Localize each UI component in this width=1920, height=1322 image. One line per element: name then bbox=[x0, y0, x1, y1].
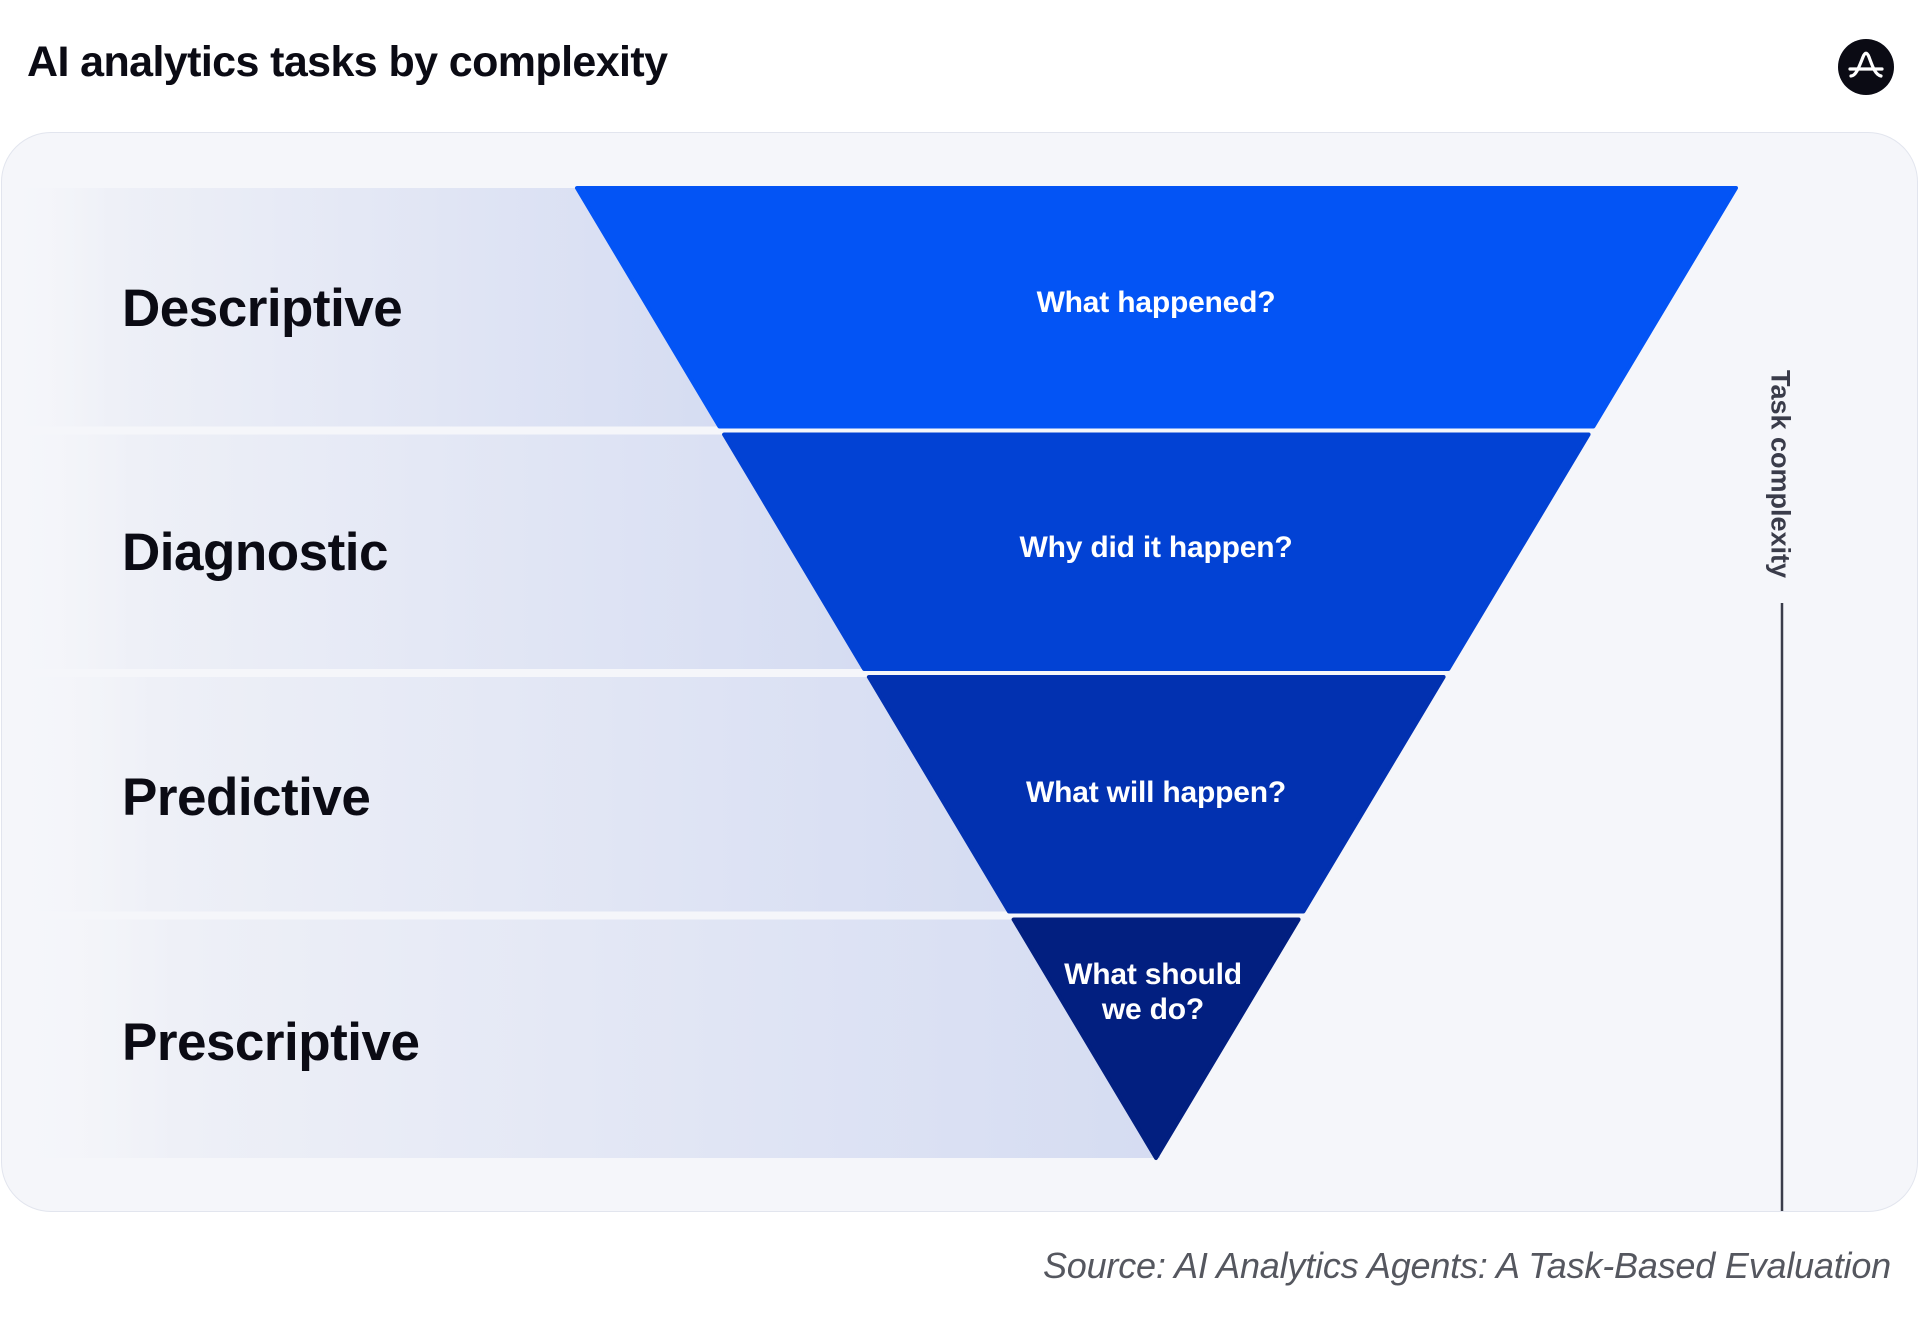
level-label-descriptive: Descriptive bbox=[122, 279, 403, 338]
question-line: we do? bbox=[1101, 993, 1205, 1026]
funnel-segment-predictive bbox=[866, 675, 1446, 914]
question-descriptive: What happened? bbox=[956, 285, 1356, 320]
funnel-segment-diagnostic bbox=[722, 432, 1591, 671]
arrow-down-icon bbox=[1780, 603, 1784, 1211]
level-label-prescriptive: Prescriptive bbox=[122, 1013, 420, 1072]
band-predictive bbox=[2, 677, 1013, 912]
funnel-segment-descriptive bbox=[575, 186, 1738, 429]
axis-label: Task complexity bbox=[1765, 369, 1796, 579]
source-caption: Source: AI Analytics Agents: A Task-Base… bbox=[1042, 1245, 1891, 1286]
band-diagnostic bbox=[2, 434, 869, 669]
question-predictive: What will happen? bbox=[956, 775, 1356, 810]
question-line: What should bbox=[1064, 958, 1242, 991]
diagram-panel: Descriptive Diagnostic Predictive Prescr… bbox=[1, 132, 1918, 1212]
question-prescriptive: What should we do? bbox=[953, 957, 1353, 1027]
amplitude-logo-icon bbox=[1838, 39, 1894, 95]
page-title: AI analytics tasks by complexity bbox=[27, 38, 668, 86]
question-line: What will happen? bbox=[1026, 776, 1286, 809]
question-line: What happened? bbox=[1036, 286, 1276, 319]
band-prescriptive bbox=[2, 919, 1160, 1158]
level-label-predictive: Predictive bbox=[122, 768, 371, 827]
question-line: Why did it happen? bbox=[1019, 531, 1293, 564]
question-diagnostic: Why did it happen? bbox=[956, 530, 1356, 565]
complexity-funnel bbox=[2, 186, 1738, 1160]
level-label-diagnostic: Diagnostic bbox=[122, 523, 388, 582]
funnel-segment-prescriptive bbox=[1011, 917, 1301, 1160]
